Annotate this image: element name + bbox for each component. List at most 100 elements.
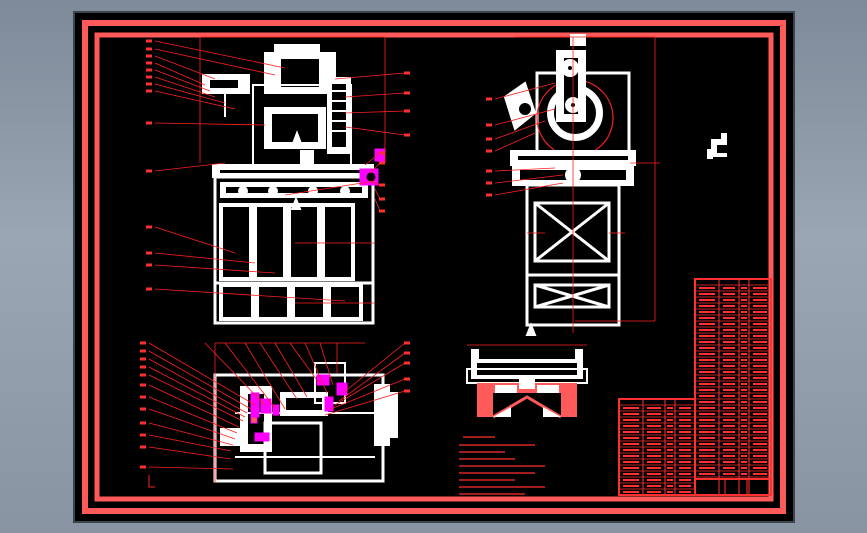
bom-cell-mark <box>699 425 715 427</box>
bom-cell-mark <box>667 449 673 451</box>
bom-cell-mark <box>723 335 735 337</box>
bom-cell-mark <box>741 401 747 403</box>
callout-mark <box>404 71 410 75</box>
bom-cell-mark <box>723 431 735 433</box>
callout-mark <box>486 97 492 101</box>
bom-cell-mark <box>623 491 639 493</box>
callout-mark <box>140 365 146 369</box>
callout-mark <box>140 349 146 353</box>
bom-cell-mark <box>753 287 767 289</box>
callout-mark <box>140 465 146 469</box>
callout-mark <box>146 54 152 58</box>
bom-cell-mark <box>623 443 639 445</box>
bom-cell-mark <box>741 467 747 469</box>
plan-view-leaders <box>148 342 406 483</box>
callout-mark <box>146 61 152 65</box>
callout-mark <box>486 181 492 185</box>
bom-cell-mark <box>723 455 735 457</box>
bom-cell-mark <box>699 419 715 421</box>
bom-cell-mark <box>741 341 747 343</box>
bom-cell-mark <box>679 473 691 475</box>
bom-cell-mark <box>741 443 747 445</box>
bom-cell-mark <box>741 449 747 451</box>
bom-cell-mark <box>667 431 673 433</box>
callout-mark <box>379 197 385 201</box>
bom-cell-mark <box>667 443 673 445</box>
bom-cell-mark <box>723 311 735 313</box>
bom-cell-mark <box>753 335 767 337</box>
bom-cell-mark <box>753 353 767 355</box>
bom-cell-mark <box>679 461 691 463</box>
bom-cell-mark <box>679 449 691 451</box>
bom-cell-mark <box>699 353 715 355</box>
bom-cell-mark <box>753 473 767 475</box>
bom-cell-mark <box>723 383 735 385</box>
bom-cell-mark <box>723 365 735 367</box>
bom-cell-mark <box>679 455 691 457</box>
section-view <box>466 344 588 419</box>
bom-cell-mark <box>647 419 661 421</box>
bom-cell-mark <box>699 407 715 409</box>
bom-cell-mark <box>699 437 715 439</box>
bom-cell-mark <box>741 389 747 391</box>
bom-cell-mark <box>679 425 691 427</box>
bom-cell-mark <box>679 407 691 409</box>
bom-cell-mark <box>699 413 715 415</box>
technical-notes <box>459 436 545 495</box>
callout-mark <box>486 149 492 153</box>
bom-cell-mark <box>741 317 747 319</box>
callout-mark <box>404 341 410 345</box>
bom-cell-mark <box>753 425 767 427</box>
bom-cell-mark <box>723 461 735 463</box>
bom-cell-mark <box>741 407 747 409</box>
callout-mark <box>140 373 146 377</box>
plan-view-arrow <box>148 475 155 488</box>
bom-cell-mark <box>667 419 673 421</box>
bom-cell-mark <box>723 425 735 427</box>
bom-cell-mark <box>679 413 691 415</box>
bom-cell-mark <box>699 341 715 343</box>
callout-mark <box>146 47 152 51</box>
bom-cell-mark <box>753 443 767 445</box>
bom-cell-mark <box>723 437 735 439</box>
callout-mark <box>146 39 152 43</box>
bom-cell-mark <box>753 293 767 295</box>
bom-cell-mark <box>723 407 735 409</box>
callout-mark <box>140 383 146 387</box>
bom-cell-mark <box>723 401 735 403</box>
callout-mark <box>146 225 152 229</box>
callout-mark <box>146 169 152 173</box>
bom-cell-mark <box>699 371 715 373</box>
bom-cell-mark <box>699 365 715 367</box>
bom-cell-mark <box>647 491 661 493</box>
bom-cell-mark <box>667 485 673 487</box>
bom-cell-mark <box>667 407 673 409</box>
bom-cell-mark <box>647 431 661 433</box>
bom-cell-mark <box>723 293 735 295</box>
bom-cell-mark <box>723 353 735 355</box>
bom-cell-mark <box>753 431 767 433</box>
bom-cell-mark <box>647 443 661 445</box>
callout-mark <box>140 341 146 345</box>
callout-mark <box>379 151 385 155</box>
bom-cell-mark <box>679 443 691 445</box>
bom-cell-mark <box>623 431 639 433</box>
bom-cell-mark <box>753 455 767 457</box>
bom-cell-mark <box>753 389 767 391</box>
bom-cell-mark <box>723 359 735 361</box>
title-block <box>694 478 772 496</box>
callout-mark <box>404 377 410 381</box>
bom-cell-mark <box>623 461 639 463</box>
bom-cell-mark <box>723 329 735 331</box>
callout-mark <box>379 161 385 165</box>
bom-cell-mark <box>723 299 735 301</box>
bom-cell-mark <box>699 455 715 457</box>
bom-cell-mark <box>699 299 715 301</box>
bom-cell-mark <box>741 287 747 289</box>
bom-cell-mark <box>753 347 767 349</box>
bom-cell-mark <box>723 473 735 475</box>
bom-cell-mark <box>723 323 735 325</box>
bom-cell-mark <box>623 425 639 427</box>
bom-cell-mark <box>667 479 673 481</box>
